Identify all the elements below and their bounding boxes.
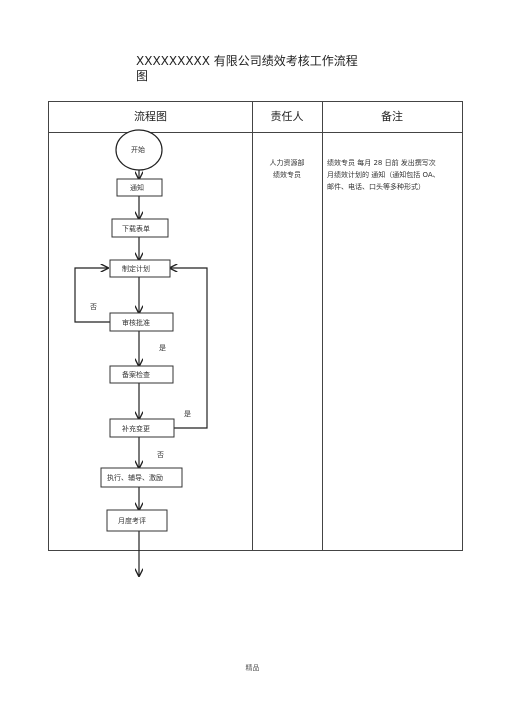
loop-reject-arrow xyxy=(74,268,110,323)
responsible-line1: 人力资源部 xyxy=(269,159,305,167)
loop-change-arrow xyxy=(170,268,208,429)
document-title-line1: XXXXXXXXX 有限公司绩效考核工作流程 xyxy=(136,54,358,68)
header-flowchart: 流程图 xyxy=(134,110,167,123)
step-download-box xyxy=(111,218,169,238)
responsible-line2: 绩效专员 xyxy=(273,171,301,179)
remark-line2: 月绩效计划的 通知（通知包括 OA、 xyxy=(327,171,440,179)
document-title: XXXXXXXXX 有限公司绩效考核工作流程 图 xyxy=(136,54,376,84)
start-label: 开始 xyxy=(131,145,145,154)
column-divider-1 xyxy=(252,102,253,550)
header-remarks: 备注 xyxy=(381,110,403,123)
step-evaluate-label: 月度考评 xyxy=(118,516,146,525)
step-evaluate-box xyxy=(106,509,168,532)
step-review-box xyxy=(109,312,174,332)
reject-label: 否 xyxy=(90,303,97,311)
approve-yes-label: 是 xyxy=(159,344,166,352)
remark-line3: 邮件、电话、口头等多种形式） xyxy=(327,183,425,191)
step-review-label: 审核批准 xyxy=(122,318,150,327)
step-plan-box xyxy=(109,259,171,278)
remark-line1: 绩效专员 每月 28 日前 发出撰写次 xyxy=(327,159,436,167)
step-download-label: 下载表单 xyxy=(122,224,150,233)
step-notice-box xyxy=(116,178,163,197)
step-notice-label: 通知 xyxy=(130,183,144,192)
step-execute-box xyxy=(100,467,183,488)
page-footer: 精品 xyxy=(245,664,260,672)
document-title-line2: 图 xyxy=(136,69,149,83)
column-divider-2 xyxy=(322,102,323,550)
process-table: 流程图 责任人 备注 人力资源部 绩效专员 绩效专员 每月 28 日前 发出撰写… xyxy=(48,101,463,551)
step-record-box xyxy=(109,365,174,384)
change-no-label: 否 xyxy=(157,451,164,459)
step-change-box xyxy=(109,418,175,438)
responsible-cell: 人力资源部 绩效专员 xyxy=(252,157,322,181)
step-plan-label: 制定计划 xyxy=(122,264,150,273)
header-responsible: 责任人 xyxy=(270,110,304,123)
change-yes-label: 是 xyxy=(184,410,191,418)
remarks-cell: 绩效专员 每月 28 日前 发出撰写次 月绩效计划的 通知（通知包括 OA、 邮… xyxy=(327,157,461,193)
step-record-label: 备案检查 xyxy=(122,370,150,379)
start-node xyxy=(115,129,163,171)
table-header-divider xyxy=(49,132,462,133)
step-change-label: 补充变更 xyxy=(122,424,150,433)
step-execute-label: 执行、辅导、激励 xyxy=(107,473,163,482)
